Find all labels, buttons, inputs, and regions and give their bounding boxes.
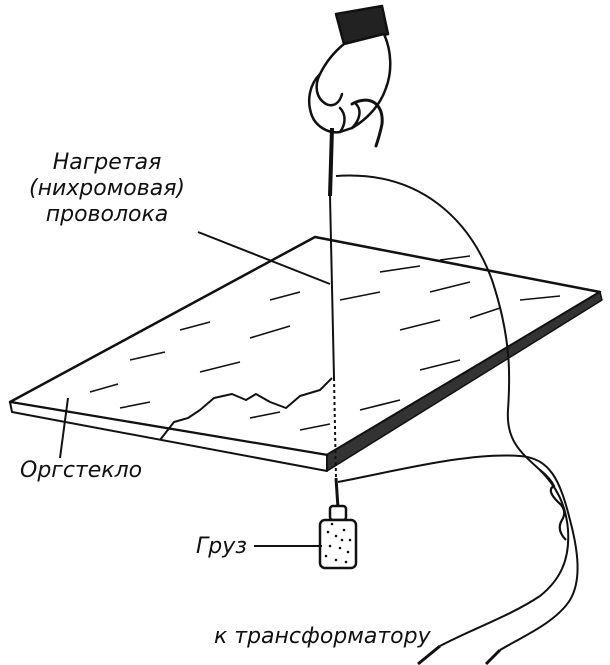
wire-label-line2: (нихромовая) — [28, 176, 186, 201]
plug-right — [484, 648, 502, 665]
weight-label: Груз — [196, 534, 247, 559]
leader-glass — [59, 397, 69, 459]
wire-label: Нагретая (нихромовая) проволока — [22, 150, 192, 228]
wire-to-weight — [334, 477, 340, 509]
cut-line — [159, 377, 333, 441]
transformer-label: к трансформатору — [214, 624, 431, 649]
hand-wire-loop — [350, 98, 384, 148]
sheet-edge-right — [326, 291, 603, 472]
transformer-leads — [335, 174, 579, 665]
wire-upper-thick — [328, 127, 334, 197]
plexiglass-sheet — [8, 235, 603, 472]
thumb — [315, 72, 344, 107]
leader-wire — [197, 231, 331, 285]
plug-left — [417, 644, 441, 665]
weight-texture — [324, 522, 352, 564]
sleeve-cuff — [334, 4, 390, 46]
wire-upper — [329, 195, 335, 379]
glass-reflections — [89, 255, 561, 431]
leader-lines — [59, 231, 331, 547]
wire-label-line3: проволока — [45, 202, 169, 227]
weight-neck — [328, 504, 348, 522]
heated-wire — [328, 127, 340, 509]
weight — [318, 504, 358, 570]
weight-body — [318, 518, 358, 570]
fingers — [338, 102, 361, 134]
plexiglass-label: Оргстекло — [20, 458, 143, 483]
hand — [308, 4, 392, 148]
wire-label-line1: Нагретая — [52, 150, 162, 175]
lead-from-bottom — [337, 454, 579, 651]
twisted-section — [539, 469, 567, 541]
palm — [308, 32, 392, 134]
wire-below-sheet — [333, 377, 337, 479]
